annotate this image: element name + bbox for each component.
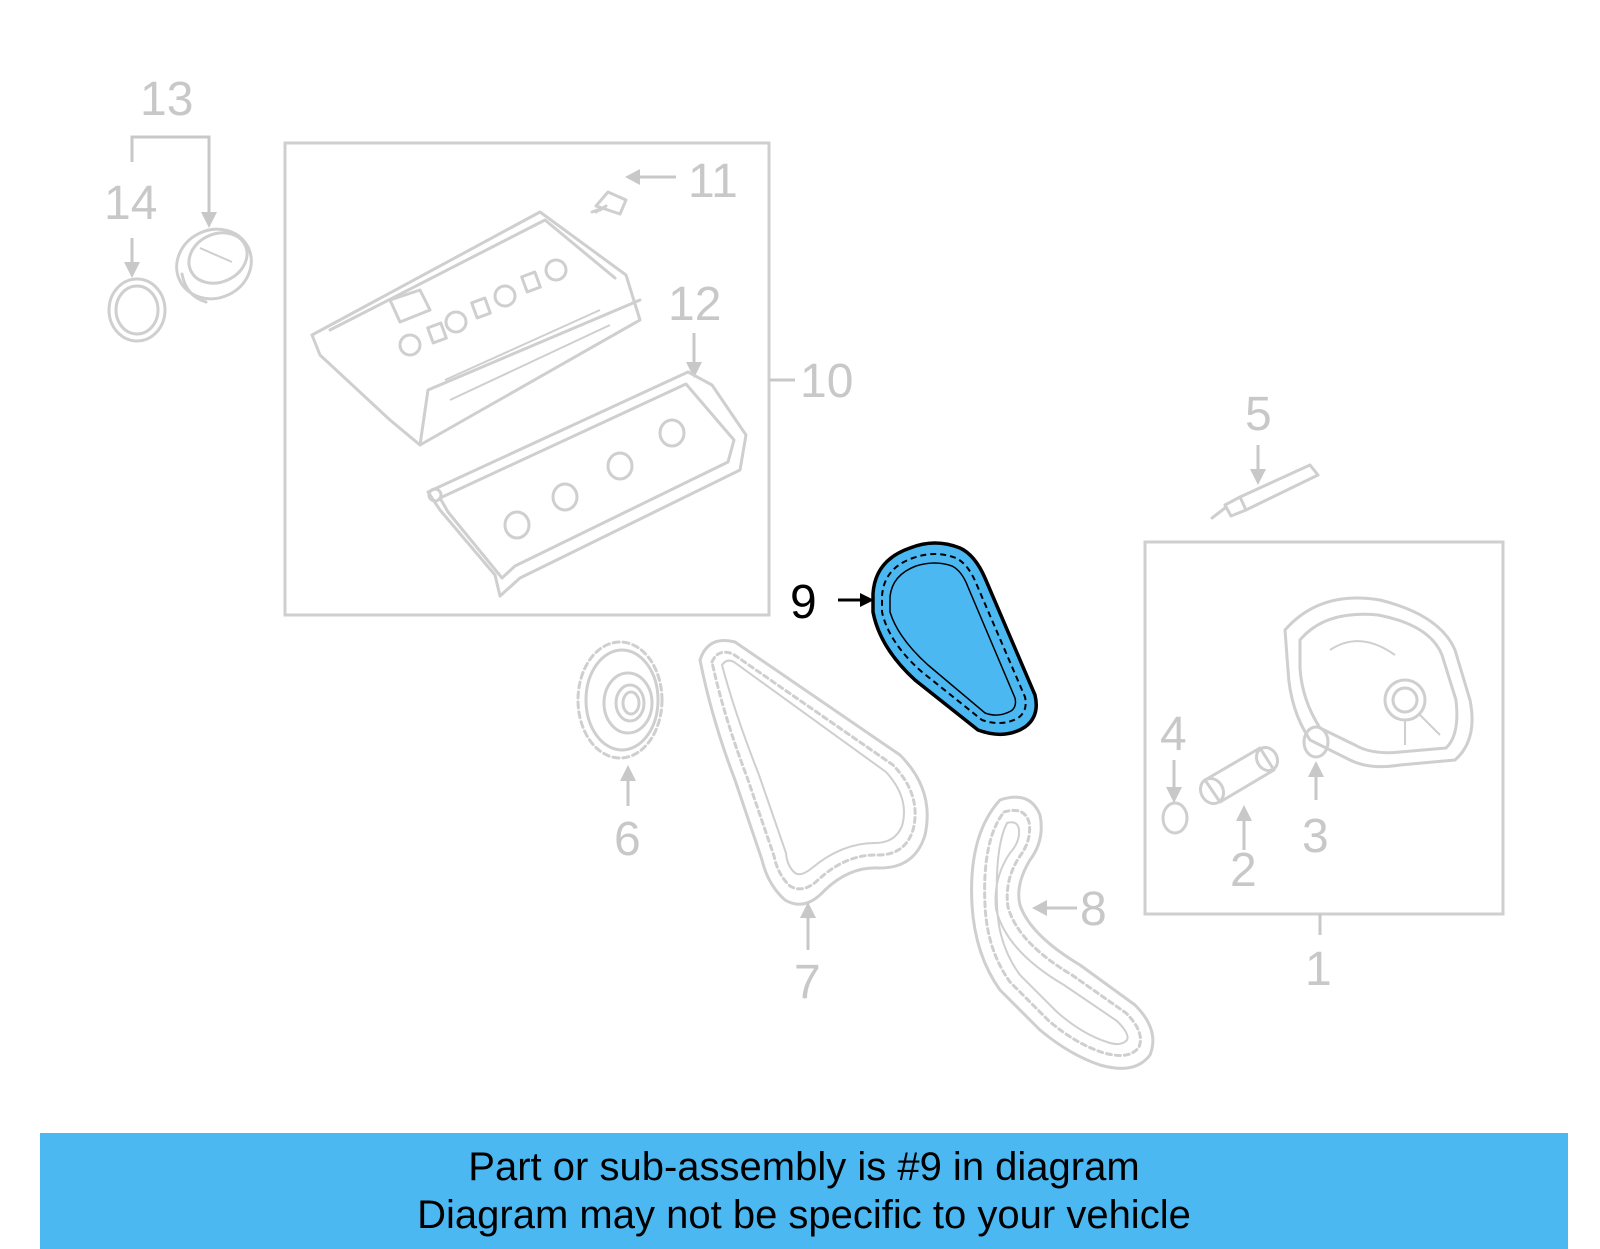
sprocket-part-6[interactable] — [576, 640, 664, 760]
part-13-14-group: 13 14 — [104, 73, 263, 343]
part-7-group: 7 — [698, 639, 929, 1009]
part-9-group: 9 — [790, 541, 1038, 737]
part-1-box-group: 1 4 2 3 — [1143, 540, 1505, 996]
chain-guide-part-9[interactable] — [871, 541, 1038, 737]
oil-filler-cap-part-13[interactable] — [165, 217, 263, 311]
valve-cover-part[interactable] — [310, 210, 642, 447]
dowel-pin-part-2[interactable] — [1196, 744, 1282, 808]
o-ring-part-4[interactable] — [1161, 801, 1189, 835]
callout-14[interactable]: 14 — [104, 177, 157, 230]
timing-chain-part-7[interactable] — [698, 639, 929, 906]
callout-12[interactable]: 12 — [668, 278, 721, 331]
part-5-group: 5 — [1210, 388, 1320, 520]
timing-cover-assembly-box — [1143, 540, 1505, 916]
banner-line-2: Diagram may not be specific to your vehi… — [417, 1193, 1191, 1237]
callout-9[interactable]: 9 — [790, 576, 817, 629]
callout-8[interactable]: 8 — [1080, 883, 1107, 936]
seal-ring-part-14[interactable] — [107, 277, 167, 343]
valve-cover-assembly-box — [283, 141, 771, 617]
callout-11[interactable]: 11 — [688, 155, 738, 208]
o-ring-part-3[interactable] — [1302, 725, 1330, 759]
part-10-box-group: 10 11 12 — [283, 141, 853, 617]
bolt-part-11[interactable] — [590, 190, 628, 216]
timing-cover-part[interactable] — [1283, 596, 1474, 769]
callout-5[interactable]: 5 — [1245, 388, 1272, 441]
callout-10[interactable]: 10 — [800, 355, 853, 408]
callout-7[interactable]: 7 — [794, 956, 821, 1009]
info-banner: Part or sub-assembly is #9 in diagram Di… — [40, 1133, 1568, 1249]
callout-1[interactable]: 1 — [1305, 943, 1332, 996]
banner-line-1: Part or sub-assembly is #9 in diagram — [468, 1145, 1140, 1189]
callout-4[interactable]: 4 — [1160, 708, 1187, 761]
callout-6[interactable]: 6 — [614, 813, 641, 866]
sealant-tube-part-5[interactable] — [1210, 463, 1320, 520]
part-6-group: 6 — [576, 640, 664, 866]
callout-13[interactable]: 13 — [140, 73, 193, 126]
timing-chain-part-8[interactable] — [970, 795, 1155, 1070]
callout-2[interactable]: 2 — [1230, 844, 1257, 897]
part-8-group: 8 — [970, 795, 1155, 1070]
valve-cover-gasket-part-12[interactable] — [426, 370, 748, 598]
callout-3[interactable]: 3 — [1302, 810, 1329, 863]
